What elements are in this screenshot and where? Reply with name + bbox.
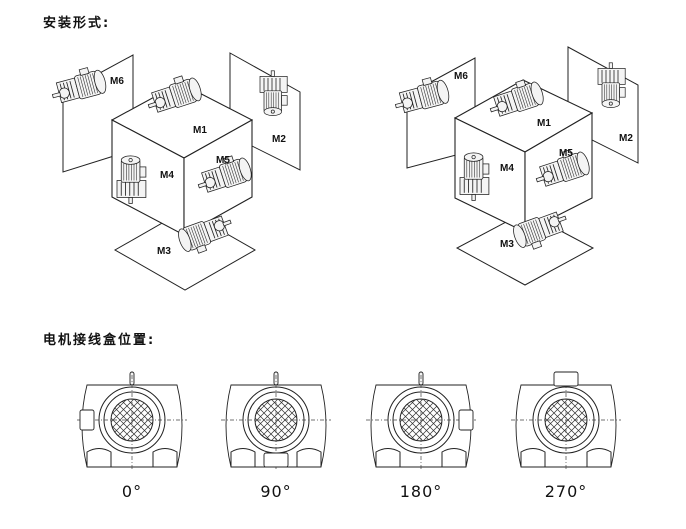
label-m6: M6 <box>110 76 124 87</box>
label-m4: M4 <box>500 163 514 174</box>
terminal-box-view <box>221 371 331 470</box>
terminal-box <box>263 452 289 468</box>
foot-right <box>586 448 612 467</box>
terminal-box-view <box>511 371 621 470</box>
foot-left <box>520 448 546 467</box>
terminal-box-view <box>77 371 187 470</box>
position-label-180: 180° <box>399 482 443 501</box>
label-m2: M2 <box>272 134 286 145</box>
terminal-box-position-heading: 电机接线盒位置: <box>43 333 156 348</box>
position-label-0: 0° <box>121 482 143 501</box>
terminal-box <box>458 409 474 431</box>
label-m5: M5 <box>559 148 573 159</box>
position-label-90: 90° <box>260 482 292 501</box>
label-m3: M3 <box>157 246 171 257</box>
foot-right <box>296 448 322 467</box>
foot-left <box>375 448 401 467</box>
foot-left <box>230 448 256 467</box>
label-m1: M1 <box>193 125 207 136</box>
foot-left <box>86 448 112 467</box>
label-m4: M4 <box>160 170 174 181</box>
mounting-diagram-foot: M6 M1 M2 M4 M5 M3 <box>47 52 301 291</box>
label-m6: M6 <box>454 71 468 82</box>
label-m1: M1 <box>537 118 551 129</box>
position-label-270: 270° <box>544 482 588 501</box>
foot-right <box>152 448 178 467</box>
mounting-type-heading: 安装形式: <box>43 16 111 31</box>
terminal-box <box>553 371 579 387</box>
terminal-box <box>79 409 95 431</box>
label-m2: M2 <box>619 133 633 144</box>
label-m5: M5 <box>216 155 230 166</box>
mounting-diagram-flange: M6 M1 M2 M4 M5 M3 <box>390 46 639 286</box>
label-m3: M3 <box>500 239 514 250</box>
foot-right <box>441 448 467 467</box>
terminal-box-view <box>366 371 476 470</box>
